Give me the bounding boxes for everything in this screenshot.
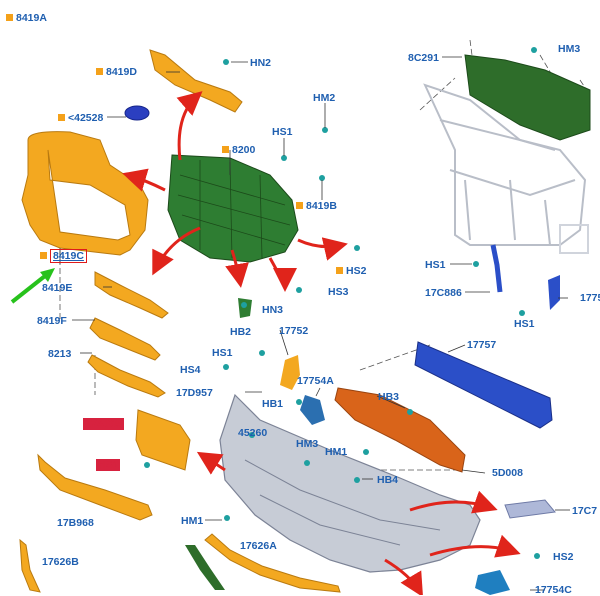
label-45260[interactable]: 45260 bbox=[238, 427, 268, 439]
part-8213 bbox=[87, 354, 166, 398]
fasteners bbox=[144, 47, 540, 559]
part-17754C bbox=[475, 570, 510, 595]
part-green-bracket bbox=[238, 298, 252, 318]
label-HB3[interactable]: HB3 bbox=[378, 391, 400, 403]
label-17626B[interactable]: 17626B bbox=[42, 556, 79, 568]
label-17752[interactable]: 17752 bbox=[279, 325, 309, 337]
part-8200 bbox=[167, 154, 299, 263]
flow-arrows bbox=[122, 91, 521, 595]
label-17B968[interactable]: 17B968 bbox=[57, 517, 94, 529]
label-HM3-mid[interactable]: HM3 bbox=[296, 438, 319, 450]
label-8C291[interactable]: 8C291 bbox=[408, 52, 439, 64]
label-HS4[interactable]: HS4 bbox=[180, 364, 201, 376]
label-17C7[interactable]: 17C7 bbox=[572, 505, 598, 517]
label-17D957[interactable]: 17D957 bbox=[176, 387, 213, 399]
label-HS1-right-low[interactable]: HS1 bbox=[514, 318, 535, 330]
label-8213[interactable]: 8213 bbox=[48, 348, 72, 360]
label-HS1-top[interactable]: HS1 bbox=[272, 126, 293, 138]
part-green-lower bbox=[185, 545, 225, 590]
part-8419E bbox=[94, 271, 169, 319]
diagram-title: 8419A bbox=[6, 12, 47, 24]
part-5D008 bbox=[334, 387, 466, 473]
bumper-cover bbox=[219, 393, 481, 573]
label-HS1-mid[interactable]: HS1 bbox=[212, 347, 233, 359]
label-8419B[interactable]: 8419B bbox=[296, 200, 337, 212]
label-17757[interactable]: 17757 bbox=[467, 339, 497, 351]
radiator-support bbox=[423, 83, 589, 254]
part-17C7 bbox=[504, 499, 556, 519]
label-HM1-low[interactable]: HM1 bbox=[181, 515, 204, 527]
part-17757 bbox=[414, 341, 553, 429]
label-17C886[interactable]: 17C886 bbox=[425, 287, 462, 299]
label-HN2[interactable]: HN2 bbox=[250, 57, 272, 69]
part-8419F bbox=[89, 317, 161, 361]
label-HB1[interactable]: HB1 bbox=[262, 398, 284, 410]
label-1775[interactable]: 1775 bbox=[580, 292, 600, 304]
part-17C886 bbox=[490, 244, 503, 293]
part-8419C bbox=[21, 131, 149, 256]
label-HM2[interactable]: HM2 bbox=[313, 92, 336, 104]
highlight-arrow bbox=[10, 270, 52, 304]
grille-texture bbox=[177, 160, 291, 259]
label-17626A[interactable]: 17626A bbox=[240, 540, 277, 552]
part-17626A bbox=[204, 533, 341, 593]
label-red-1[interactable]: 17A385 bbox=[83, 418, 124, 430]
label-5D008[interactable]: 5D008 bbox=[492, 467, 523, 479]
part-17A385 bbox=[135, 409, 191, 471]
part-17B968 bbox=[37, 453, 153, 521]
label-8419E[interactable]: 8419E bbox=[42, 282, 73, 294]
part-17626B bbox=[19, 538, 41, 593]
label-17754C[interactable]: 17754C bbox=[535, 584, 572, 596]
label-HS2-low[interactable]: HS2 bbox=[553, 551, 574, 563]
label-HM3-top[interactable]: HM3 bbox=[558, 43, 581, 55]
label-HS3[interactable]: HS3 bbox=[328, 286, 349, 298]
part-17754-right bbox=[548, 275, 560, 310]
label-HN3[interactable]: HN3 bbox=[262, 304, 284, 316]
part-17752 bbox=[280, 355, 300, 390]
label-HM1-mid[interactable]: HM1 bbox=[325, 446, 348, 458]
label-8419D[interactable]: 8419D bbox=[96, 66, 137, 78]
label-8419F[interactable]: 8419F bbox=[37, 315, 67, 327]
label-HS1-right[interactable]: HS1 bbox=[425, 259, 446, 271]
leader-lines bbox=[59, 56, 570, 591]
label-red-2[interactable]: HS1 bbox=[96, 459, 121, 471]
label-17754A[interactable]: 17754A bbox=[297, 375, 334, 387]
label-8200[interactable]: 8200 bbox=[222, 144, 255, 156]
label-8419C[interactable]: 8419C bbox=[40, 249, 87, 263]
part-42528-emblem bbox=[124, 105, 150, 121]
label-42528[interactable]: <42528 bbox=[58, 112, 103, 124]
label-HB4[interactable]: HB4 bbox=[377, 474, 399, 486]
part-8C291 bbox=[464, 54, 591, 141]
part-8419D bbox=[149, 49, 243, 113]
part-17754A bbox=[300, 395, 325, 425]
label-HS2-mid[interactable]: HS2 bbox=[336, 265, 366, 277]
label-HB2[interactable]: HB2 bbox=[230, 326, 252, 338]
bumper-cover-detail bbox=[244, 459, 441, 546]
